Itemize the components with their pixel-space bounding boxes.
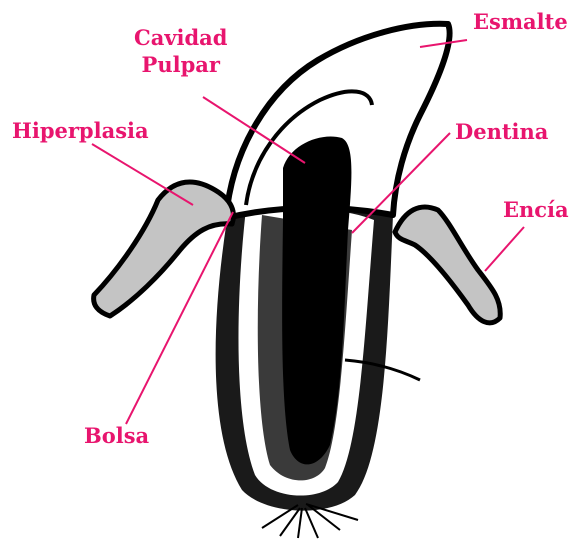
leader-encia: [485, 227, 524, 271]
label-cavidad-line2: Pulpar: [134, 54, 227, 75]
label-esmalte: Esmalte: [473, 11, 568, 32]
label-encia: Encía: [503, 199, 569, 220]
label-bolsa: Bolsa: [84, 425, 149, 446]
label-cavidad-line1: Cavidad: [134, 27, 227, 48]
gum-right: [395, 207, 500, 323]
label-dentina: Dentina: [455, 121, 548, 142]
label-cavidad-pulpar: Cavidad Pulpar: [134, 27, 227, 75]
leader-hiperplasia: [92, 144, 193, 205]
gum-left: [94, 182, 234, 316]
label-hiperplasia: Hiperplasia: [12, 120, 149, 141]
